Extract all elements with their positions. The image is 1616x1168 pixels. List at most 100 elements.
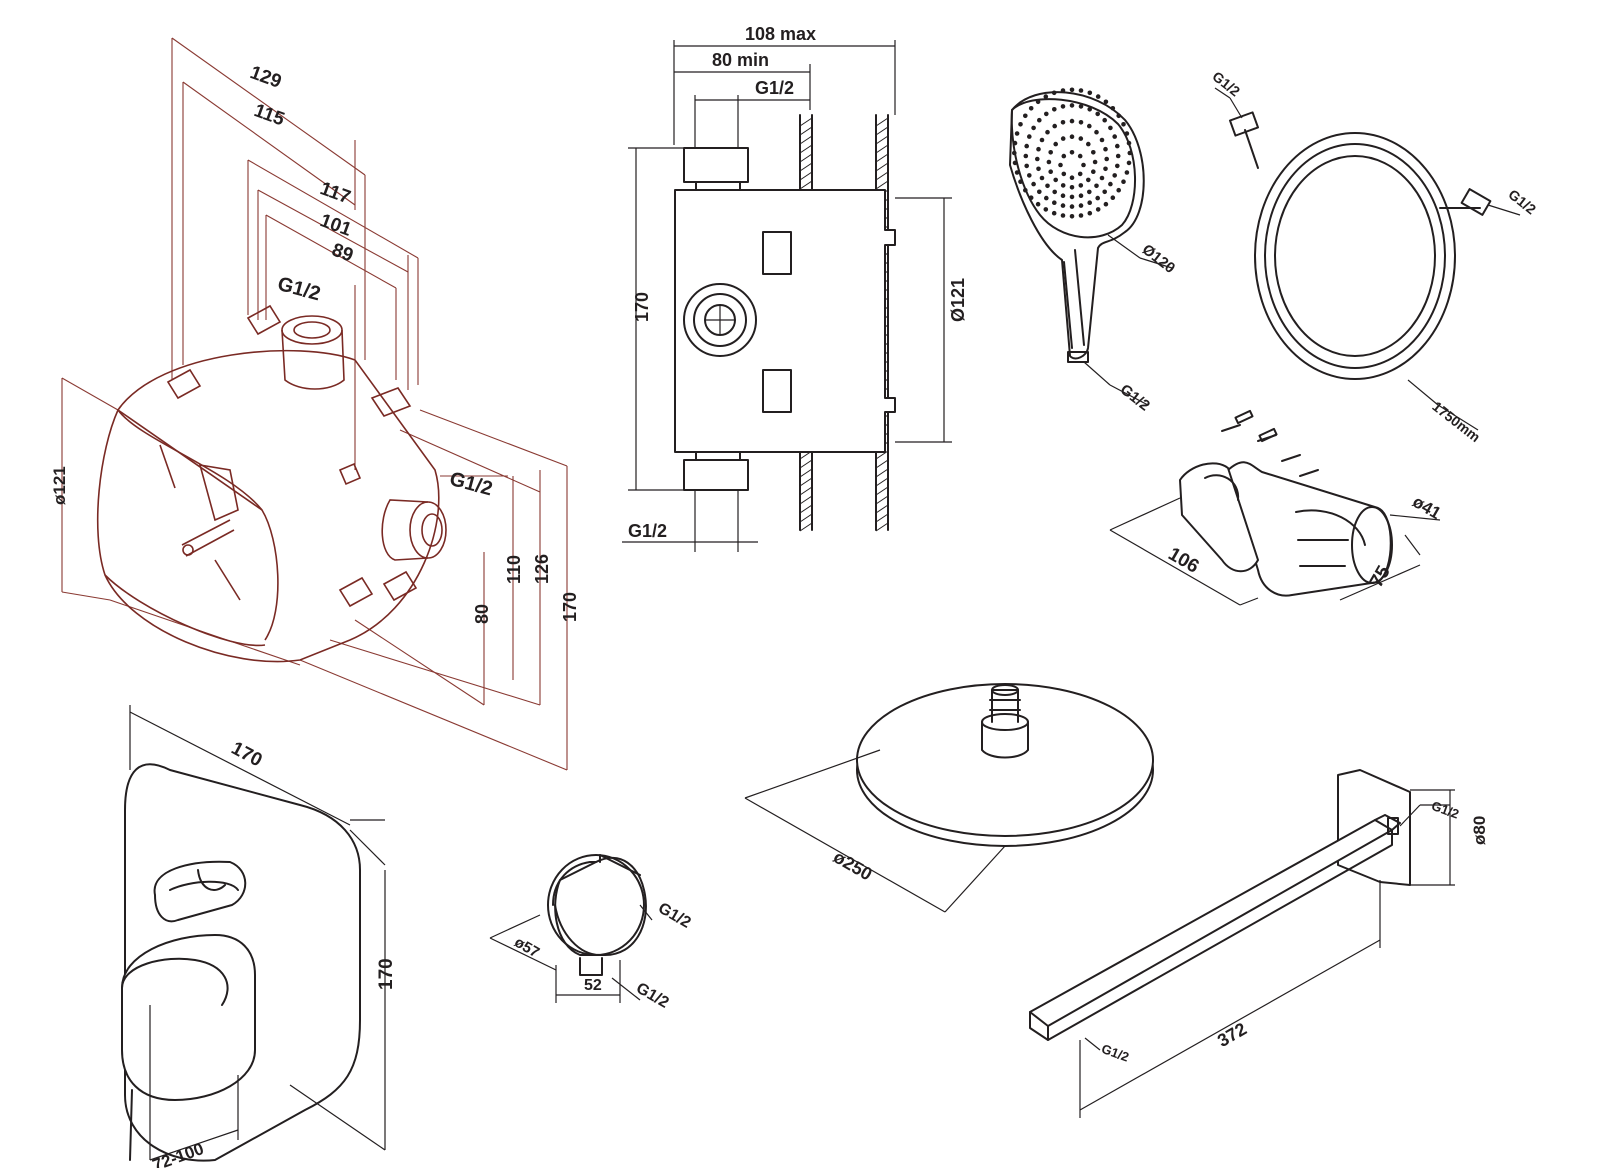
nozzle-dot xyxy=(1069,175,1075,180)
wall-hatch-line xyxy=(799,468,813,478)
overhead-shower: ø250 xyxy=(744,683,1154,913)
nozzle-dot xyxy=(1036,146,1041,152)
nozzle-dot xyxy=(1094,183,1099,189)
nozzle-dot xyxy=(1024,143,1029,149)
nozzle-dot xyxy=(1102,189,1107,195)
nozzle-dot xyxy=(1028,195,1034,200)
nozzle-dot xyxy=(1036,166,1041,172)
wall-hatch-line xyxy=(875,477,889,487)
nozzle-dot xyxy=(1086,177,1091,183)
nozzle-dot xyxy=(1035,201,1041,207)
nozzle-dot xyxy=(1060,88,1066,93)
nozzle-dot xyxy=(1077,171,1083,177)
nozzle-dot xyxy=(1031,125,1036,131)
dim-108-max: 108 max xyxy=(745,24,816,44)
nozzle-dot xyxy=(1046,159,1052,165)
nozzle-dot xyxy=(1115,153,1121,159)
slide-holder: 106 75 ø41 xyxy=(1109,409,1444,606)
nozzle-dot xyxy=(1045,183,1050,189)
mounting-box-side: 108 max 80 min G1/2 170 Ø121 G1/2 xyxy=(622,24,968,552)
nozzle-dot xyxy=(1024,163,1029,169)
wall-hatch-line xyxy=(799,117,813,127)
dim-52: 52 xyxy=(584,977,602,994)
nozzle-dot xyxy=(1052,200,1057,205)
nozzle-dot xyxy=(1060,120,1066,125)
nozzle-dot xyxy=(1091,169,1096,174)
nozzle-dot xyxy=(1053,141,1058,147)
dim-170: 170 xyxy=(632,292,652,322)
dim-89: 89 xyxy=(329,240,356,267)
nozzle-dot xyxy=(1051,210,1057,216)
dim-170: 170 xyxy=(560,592,580,622)
wall-hatch-line xyxy=(875,153,889,163)
nozzle-dot xyxy=(1060,203,1066,208)
nozzle-dot xyxy=(1044,195,1049,201)
nozzle-dot xyxy=(1087,200,1092,205)
thread-label: G1/2 xyxy=(1117,381,1153,414)
nozzle-dot xyxy=(1069,194,1075,200)
nozzle-dot xyxy=(1069,204,1075,209)
nozzle-dot xyxy=(1110,106,1116,111)
nozzle-dot xyxy=(1108,125,1113,131)
nozzle-dot xyxy=(1078,120,1084,125)
nozzle-dot xyxy=(1069,185,1075,190)
dim-dia-121: Ø121 xyxy=(948,278,968,322)
nozzle-dot xyxy=(1048,169,1053,174)
dim-dia-41: ø41 xyxy=(1409,492,1444,523)
shower-arm: G1/2 ø80 372 G1/2 xyxy=(1029,769,1489,1118)
nozzle-dot xyxy=(1087,189,1092,195)
nozzle-dot xyxy=(1069,103,1075,108)
nozzle-dot xyxy=(1102,117,1107,123)
nozzle-dot xyxy=(1060,136,1066,141)
thread-label-side: G1/2 xyxy=(447,468,495,500)
dim-dia-57: ø57 xyxy=(511,934,542,962)
nozzle-dot xyxy=(1112,134,1117,139)
nozzle-dot xyxy=(1121,122,1126,127)
dim-80: 80 xyxy=(472,604,492,624)
nozzle-dot xyxy=(1081,162,1086,168)
wall-hatch-line xyxy=(799,477,813,487)
dim-115: 115 xyxy=(251,100,287,130)
nozzle-dot xyxy=(1060,193,1066,198)
wall-hatch-line xyxy=(875,468,889,478)
nozzle-dot xyxy=(1037,117,1042,123)
dim-170-height: 170 xyxy=(376,958,397,990)
nozzle-dot xyxy=(1060,104,1066,109)
nozzle-dot xyxy=(1018,122,1023,127)
nozzle-dot xyxy=(1103,201,1109,207)
nozzle-dot xyxy=(1126,160,1132,166)
hose-length: 1750mm xyxy=(1429,398,1483,445)
nozzle-dot xyxy=(1124,170,1130,175)
nozzle-dot xyxy=(1124,131,1130,136)
nozzle-dot xyxy=(1023,187,1028,193)
wall-hatch-line xyxy=(875,504,889,514)
nozzle-dot xyxy=(1115,143,1120,149)
nozzle-dot xyxy=(1127,150,1133,156)
wall-hatch-line xyxy=(799,495,813,505)
dim-110: 110 xyxy=(504,555,524,584)
wall-hatch-line xyxy=(799,153,813,163)
thread-label-bottom: G1/2 xyxy=(633,980,672,1012)
thread-label-bottom: G1/2 xyxy=(628,521,667,541)
nozzle-dot xyxy=(1031,181,1036,187)
dim-372: 372 xyxy=(1214,1019,1250,1051)
cover-panel: 170 170 72-100 xyxy=(121,705,397,1168)
nozzle-dot xyxy=(1078,136,1084,141)
nozzle-dot xyxy=(1091,150,1096,155)
thread-label-right: G1/2 xyxy=(1505,186,1539,217)
nozzle-dot xyxy=(1012,160,1018,166)
thread-label-end: G1/2 xyxy=(1099,1041,1131,1065)
nozzle-dot xyxy=(1087,210,1093,216)
dim-129: 129 xyxy=(247,62,284,93)
nozzle-dot xyxy=(1023,113,1028,119)
nozzle-dot xyxy=(1104,156,1109,162)
nozzle-dot xyxy=(1060,183,1066,188)
dim-dia-121: ø121 xyxy=(50,466,69,505)
nozzle-dot xyxy=(1095,94,1101,99)
nozzle-dot xyxy=(1018,179,1023,184)
dim-106: 106 xyxy=(1165,544,1203,578)
nozzle-dot xyxy=(1069,87,1075,93)
nozzle-dot xyxy=(1014,170,1020,175)
nozzle-dot xyxy=(1078,88,1084,93)
nozzle-dot xyxy=(1069,118,1075,124)
